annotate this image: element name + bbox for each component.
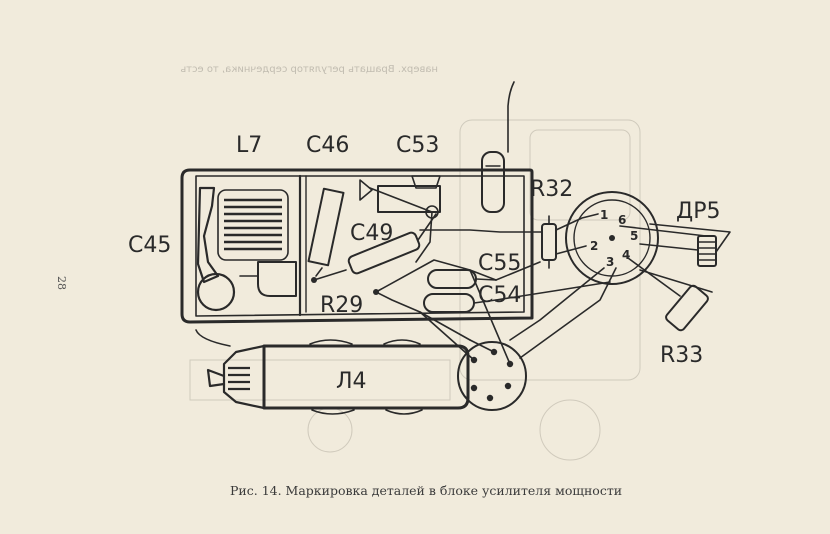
label-l7: L7 — [236, 133, 262, 158]
label-c46: C46 — [306, 133, 349, 158]
label-c55: C55 — [478, 251, 521, 276]
label-dr5: ДР5 — [676, 199, 720, 224]
socket-pin-4: 4 — [622, 248, 630, 262]
capacitor-c54 — [423, 293, 497, 313]
socket-pin-2: 2 — [590, 239, 598, 253]
coil-l7 — [217, 189, 289, 261]
label-c49: C49 — [350, 221, 393, 246]
capacitor-c45 — [196, 186, 236, 312]
socket-pins: 1 2 3 4 5 6 — [590, 208, 638, 269]
reverse-side-ghost — [189, 119, 641, 461]
wiring-lower — [195, 269, 511, 365]
label-c53: C53 — [396, 133, 439, 158]
socket-pin-5: 5 — [630, 229, 638, 243]
label-c45: C45 — [128, 233, 171, 258]
label-l4: Л4 — [336, 369, 367, 394]
left-compartment-parts — [239, 261, 297, 297]
label-r29: R29 — [320, 293, 363, 318]
capacitor-c55 — [427, 269, 497, 289]
page-number: 28 — [55, 276, 68, 290]
socket-pin-1: 1 — [600, 208, 608, 222]
tube-l4 — [206, 339, 470, 415]
socket-pin-6: 6 — [618, 213, 626, 227]
socket-pin-3: 3 — [606, 255, 614, 269]
wiring-socket — [509, 213, 731, 359]
label-c54: C54 — [478, 283, 521, 308]
bleed-through-text: наверх. Вращать регулятор сердечника, то… — [180, 64, 438, 75]
capacitor-c46 — [307, 187, 345, 277]
capacitor-c53 — [359, 175, 441, 219]
capacitor-c49 — [347, 213, 437, 275]
resistor-r33 — [665, 284, 709, 332]
wiring-internal — [313, 187, 611, 341]
resistor-r32 — [541, 215, 557, 269]
label-r33: R33 — [660, 343, 703, 368]
label-r32: R32 — [530, 177, 573, 202]
tube-top — [481, 81, 515, 213]
figure-caption: Рис. 14. Маркировка деталей в блоке усил… — [230, 483, 622, 498]
